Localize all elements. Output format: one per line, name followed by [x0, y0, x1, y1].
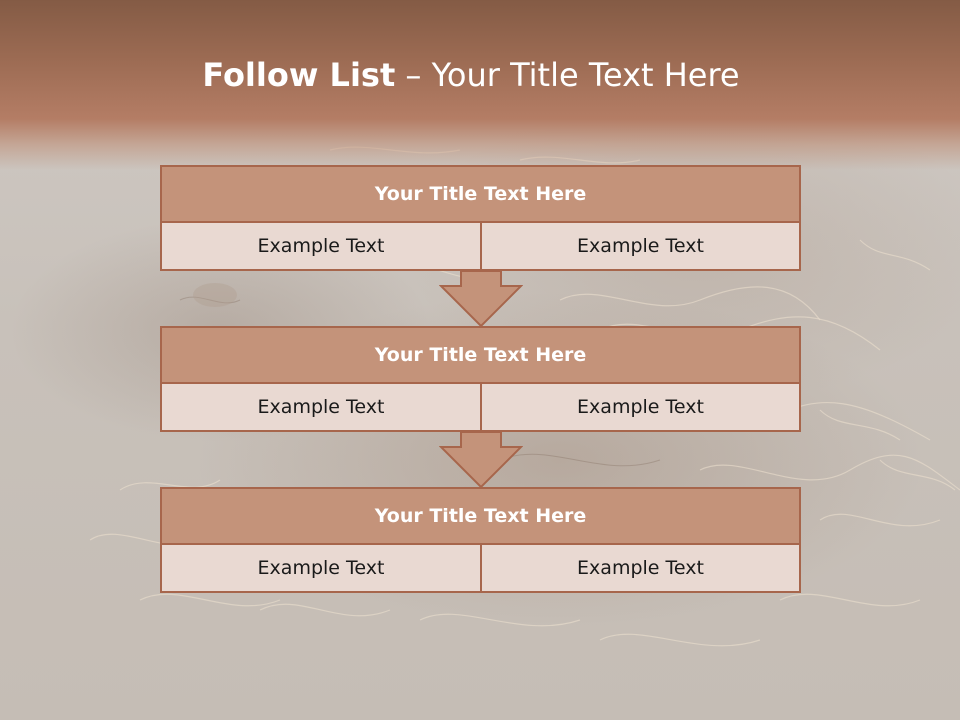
block-title: Your Title Text Here: [160, 326, 801, 384]
block-row: Example Text Example Text: [160, 382, 801, 432]
block-cell-left: Example Text: [160, 382, 482, 432]
block-cell-left: Example Text: [160, 221, 482, 271]
block-cell-right: Example Text: [480, 543, 801, 593]
block-cell-left: Example Text: [160, 543, 482, 593]
title-band: [0, 0, 960, 170]
page-title: Follow List – Your Title Text Here: [0, 52, 942, 98]
page-title-rest: – Your Title Text Here: [395, 56, 740, 94]
block-title: Your Title Text Here: [160, 487, 801, 545]
block-row: Example Text Example Text: [160, 543, 801, 593]
block-cell-right: Example Text: [480, 221, 801, 271]
down-arrow-icon: [439, 270, 523, 328]
block-title: Your Title Text Here: [160, 165, 801, 223]
block-row: Example Text Example Text: [160, 221, 801, 271]
down-arrow-icon: [439, 431, 523, 489]
block-cell-right: Example Text: [480, 382, 801, 432]
page-title-bold: Follow List: [202, 56, 396, 94]
